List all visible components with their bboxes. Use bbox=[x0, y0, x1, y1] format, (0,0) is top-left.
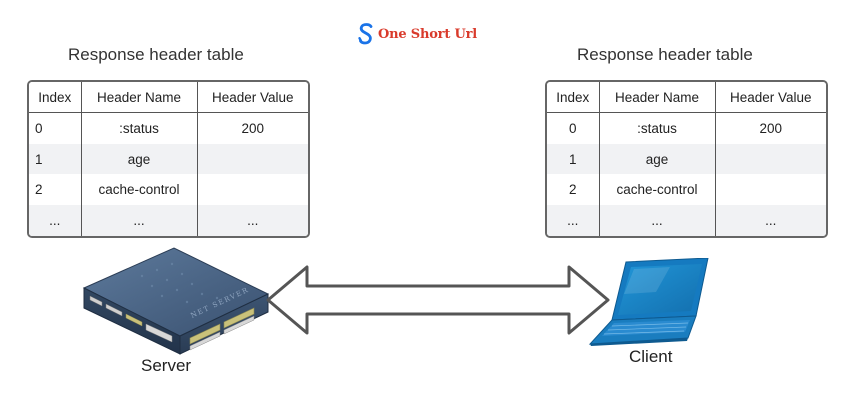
cell-header-name: age bbox=[81, 143, 198, 175]
cell-header-name: cache-control bbox=[81, 174, 198, 206]
table-row: 2 cache-control bbox=[547, 174, 826, 206]
cell-header-name: cache-control bbox=[599, 174, 716, 206]
cell-header-name: ... bbox=[599, 205, 716, 236]
table-header-row: Index Header Name Header Value bbox=[29, 82, 308, 113]
column-header-value: Header Value bbox=[197, 82, 308, 113]
column-header-name: Header Name bbox=[599, 82, 716, 113]
link-s-icon bbox=[358, 23, 373, 45]
server-label: Server bbox=[141, 356, 192, 375]
right-header-table: Index Header Name Header Value 0 :status… bbox=[545, 80, 828, 238]
server-icon: NET SERVER bbox=[82, 247, 270, 355]
cell-header-value bbox=[197, 143, 308, 175]
cell-index: 2 bbox=[547, 174, 600, 206]
cell-header-name: ... bbox=[81, 205, 198, 236]
table-row: 0 :status 200 bbox=[29, 112, 308, 144]
logo-text: One Short Url bbox=[378, 26, 477, 42]
cell-index: ... bbox=[547, 205, 600, 236]
table-row: ... ... ... bbox=[29, 205, 308, 236]
left-table-caption: Response header table bbox=[68, 45, 244, 64]
table-header-row: Index Header Name Header Value bbox=[547, 82, 826, 113]
right-table-caption: Response header table bbox=[577, 45, 753, 64]
cell-index: 2 bbox=[29, 174, 82, 206]
left-header-table: Index Header Name Header Value 0 :status… bbox=[27, 80, 310, 238]
client-label: Client bbox=[629, 347, 673, 366]
column-header-index: Index bbox=[547, 82, 600, 113]
logo: One Short Url bbox=[357, 22, 477, 46]
column-header-name: Header Name bbox=[81, 82, 198, 113]
table-row: 1 age bbox=[29, 143, 308, 175]
cell-header-value bbox=[715, 143, 826, 175]
cell-header-name: :status bbox=[599, 112, 716, 144]
cell-header-value bbox=[197, 174, 308, 206]
cell-index: 1 bbox=[29, 143, 82, 175]
column-header-index: Index bbox=[29, 82, 82, 113]
table-row: ... ... ... bbox=[547, 205, 826, 236]
cell-index: 0 bbox=[29, 112, 82, 144]
laptop-icon bbox=[588, 258, 709, 346]
cell-header-value: ... bbox=[715, 205, 826, 236]
table-row: 0 :status 200 bbox=[547, 112, 826, 144]
cell-header-value: 200 bbox=[197, 112, 308, 144]
cell-header-value: 200 bbox=[715, 112, 826, 144]
cell-index: 1 bbox=[547, 143, 600, 175]
cell-header-value: ... bbox=[197, 205, 308, 236]
table-row: 2 cache-control bbox=[29, 174, 308, 206]
column-header-value: Header Value bbox=[715, 82, 826, 113]
cell-index: ... bbox=[29, 205, 82, 236]
cell-index: 0 bbox=[547, 112, 600, 144]
cell-header-name: :status bbox=[81, 112, 198, 144]
double-arrow-icon bbox=[266, 265, 610, 335]
cell-header-value bbox=[715, 174, 826, 206]
table-row: 1 age bbox=[547, 143, 826, 175]
cell-header-name: age bbox=[599, 143, 716, 175]
